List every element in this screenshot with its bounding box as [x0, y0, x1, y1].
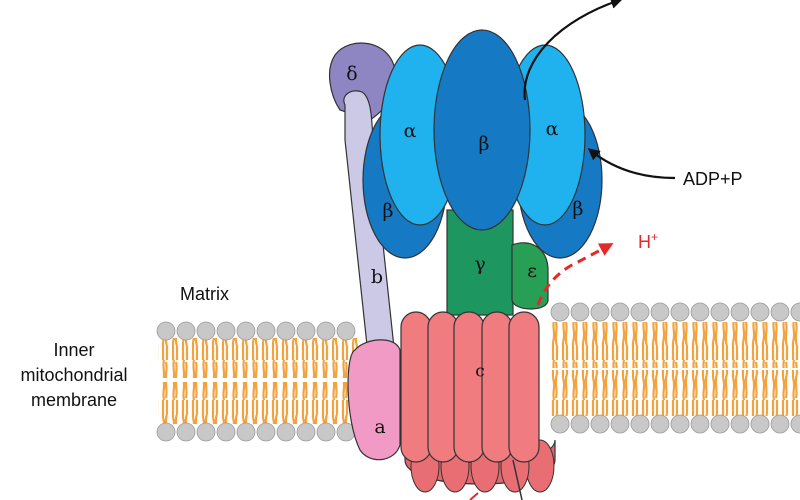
membrane-left [156, 321, 358, 442]
beta-left-label: β [383, 200, 394, 222]
lipid-head [670, 302, 690, 322]
lipid-head [690, 302, 710, 322]
lipid-head [750, 302, 770, 322]
lipid-head [276, 422, 296, 442]
membrane-label-line-3: membrane [30, 390, 118, 410]
lipid-head [790, 414, 800, 434]
adp-input-arrow [587, 148, 676, 180]
lipid-head [650, 302, 670, 322]
c-subunit-cylinder [453, 311, 485, 463]
lipid-head [670, 414, 690, 434]
lipid-head [216, 321, 236, 341]
beta-center-label: β [479, 133, 490, 155]
lipid-head [256, 422, 276, 442]
lipid-head [156, 422, 176, 442]
lipid-head [236, 321, 256, 341]
proton-entry-arrow-fragment [469, 492, 479, 500]
lipid-head [216, 422, 236, 442]
lipid-head [176, 321, 196, 341]
b-label: b [371, 266, 383, 288]
alpha-right-label: α [546, 118, 559, 140]
gamma-label: γ [474, 253, 485, 275]
c-subunit-cylinder [400, 311, 432, 463]
c-subunit-cylinder [508, 311, 540, 463]
lipid-tails-bottom-left [158, 382, 358, 424]
membrane-label: Inner mitochondrial membrane [0, 338, 148, 413]
c-label: c [475, 362, 485, 382]
beta-right-label: β [573, 198, 584, 220]
a-subunit [347, 339, 401, 461]
lipid-head [630, 414, 650, 434]
lipid-head [610, 414, 630, 434]
lipid-head [750, 414, 770, 434]
proton-label: H+ [638, 230, 658, 253]
lipid-head [196, 422, 216, 442]
lipid-head [770, 414, 790, 434]
lipid-head [570, 302, 590, 322]
lipid-head [570, 414, 590, 434]
c-ring [400, 311, 556, 493]
beta-subunit-center [433, 29, 531, 231]
epsilon-subunit [511, 242, 549, 310]
lipid-head [296, 422, 316, 442]
alpha-left-label: α [404, 120, 417, 142]
proton-label-text: H [638, 232, 651, 252]
lipid-head [316, 422, 336, 442]
lipid-head [590, 302, 610, 322]
lipid-head [590, 414, 610, 434]
lipid-heads-top-right [550, 302, 800, 322]
lipid-tails-top-right [550, 322, 800, 368]
lipid-head [550, 414, 570, 434]
lipid-head [630, 302, 650, 322]
lipid-tails-bottom-right [550, 370, 800, 416]
proton-label-charge: + [651, 230, 659, 244]
lipid-head [296, 321, 316, 341]
lipid-head [790, 302, 800, 322]
membrane-right [550, 302, 800, 434]
delta-label: δ [346, 63, 357, 85]
lipid-tails-top-left [158, 338, 358, 378]
lipid-head [730, 414, 750, 434]
lipid-head [710, 302, 730, 322]
lipid-head [336, 321, 356, 341]
lipid-head [256, 321, 276, 341]
lipid-head [610, 302, 630, 322]
lipid-heads-top-left [156, 321, 356, 341]
c-subunit-cylinder [481, 311, 513, 463]
lipid-head [550, 302, 570, 322]
lipid-head [276, 321, 296, 341]
lipid-head [316, 321, 336, 341]
lipid-heads-bottom-left [156, 422, 356, 442]
lipid-head [650, 414, 670, 434]
proton-arrow [536, 243, 614, 306]
matrix-label: Matrix [180, 284, 229, 304]
epsilon-label: ε [527, 260, 537, 282]
membrane-label-line-2: mitochondrial [20, 365, 128, 385]
lipid-head [710, 414, 730, 434]
membrane-label-line-1: Inner [53, 340, 95, 360]
atp-release-arrow [523, 0, 623, 101]
lipid-heads-bottom-right [550, 414, 800, 434]
pointer-line [512, 459, 523, 500]
adp-label: ADP+P [683, 169, 743, 189]
lipid-head [770, 302, 790, 322]
lipid-head [236, 422, 256, 442]
a-label: a [374, 416, 385, 438]
lipid-head [156, 321, 176, 341]
lipid-head [690, 414, 710, 434]
lipid-head [730, 302, 750, 322]
lipid-head [176, 422, 196, 442]
lipid-head [196, 321, 216, 341]
